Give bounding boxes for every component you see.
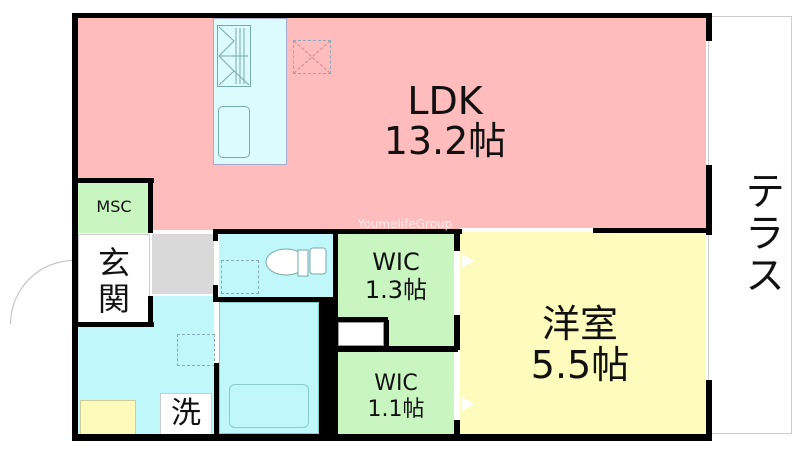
washroom-upper (152, 296, 214, 336)
wall-storage-top (338, 317, 388, 322)
wall-bath-left (214, 363, 219, 438)
wall-wic-right (454, 315, 460, 350)
wall-toilet-left (213, 285, 218, 299)
wic2-size: 1.1帖 (367, 397, 425, 422)
ldk-size: 13.2帖 (383, 119, 507, 163)
room-lower-left-ldk-ext (152, 180, 460, 230)
ventilation-icon (293, 40, 331, 74)
toilet-icon (264, 242, 328, 278)
washer-label: 洗 (171, 396, 201, 431)
wall-left (72, 13, 78, 441)
western-size: 5.5帖 (530, 343, 630, 387)
room-western (460, 232, 706, 434)
genkan-label-1: 玄 (97, 244, 130, 282)
room-bath (219, 302, 319, 434)
wall-top (72, 13, 712, 18)
ldk-label: LDK (407, 79, 483, 123)
wall-bottom (72, 434, 712, 441)
wall-wic-right (454, 229, 460, 251)
bathtub-icon (229, 384, 309, 428)
western-label: 洋室 (541, 302, 618, 346)
door-arrow (462, 254, 474, 268)
wic1-size: 1.3帖 (364, 276, 428, 304)
wall-bath-right (319, 297, 338, 438)
wall-wic-right (454, 420, 460, 438)
wic1-label: WIC (372, 248, 420, 276)
msc-label: MSC (96, 197, 132, 216)
wall-hall-top (214, 229, 462, 234)
wall-western-top (593, 228, 709, 233)
wash-vent-icon (177, 334, 215, 366)
wall-genkan-bottom (72, 322, 154, 327)
wall-right (706, 380, 712, 441)
wall-msc (72, 178, 154, 183)
room-genkan (78, 234, 150, 324)
toilet-vent-icon (221, 260, 259, 294)
wall-toilet-left (213, 229, 218, 241)
wall-toilet-right (333, 229, 338, 301)
door-arrow (462, 397, 474, 411)
wall-right (706, 13, 712, 41)
watermark: YoumelifeGroup (357, 217, 453, 231)
sink-icon (218, 106, 250, 158)
hallway (152, 234, 214, 294)
stove-icon (217, 25, 251, 87)
washbasin (80, 400, 136, 436)
wall-toilet-bottom (213, 297, 335, 302)
wic2-label: WIC (374, 371, 418, 396)
entrance-door-swing (10, 260, 74, 324)
wall-msc-right (148, 178, 153, 233)
wall-storage-right (384, 320, 389, 350)
storage-box (338, 322, 384, 346)
wall-right (706, 165, 712, 235)
room-msc (78, 183, 150, 233)
washing-machine-space (160, 393, 212, 436)
terrace-label: テラス (738, 170, 784, 296)
wall-genkan-right (148, 296, 153, 326)
room-wic-2 (338, 352, 454, 436)
genkan-label-2: 関 (97, 280, 130, 318)
wall-wic-mid (338, 346, 458, 352)
